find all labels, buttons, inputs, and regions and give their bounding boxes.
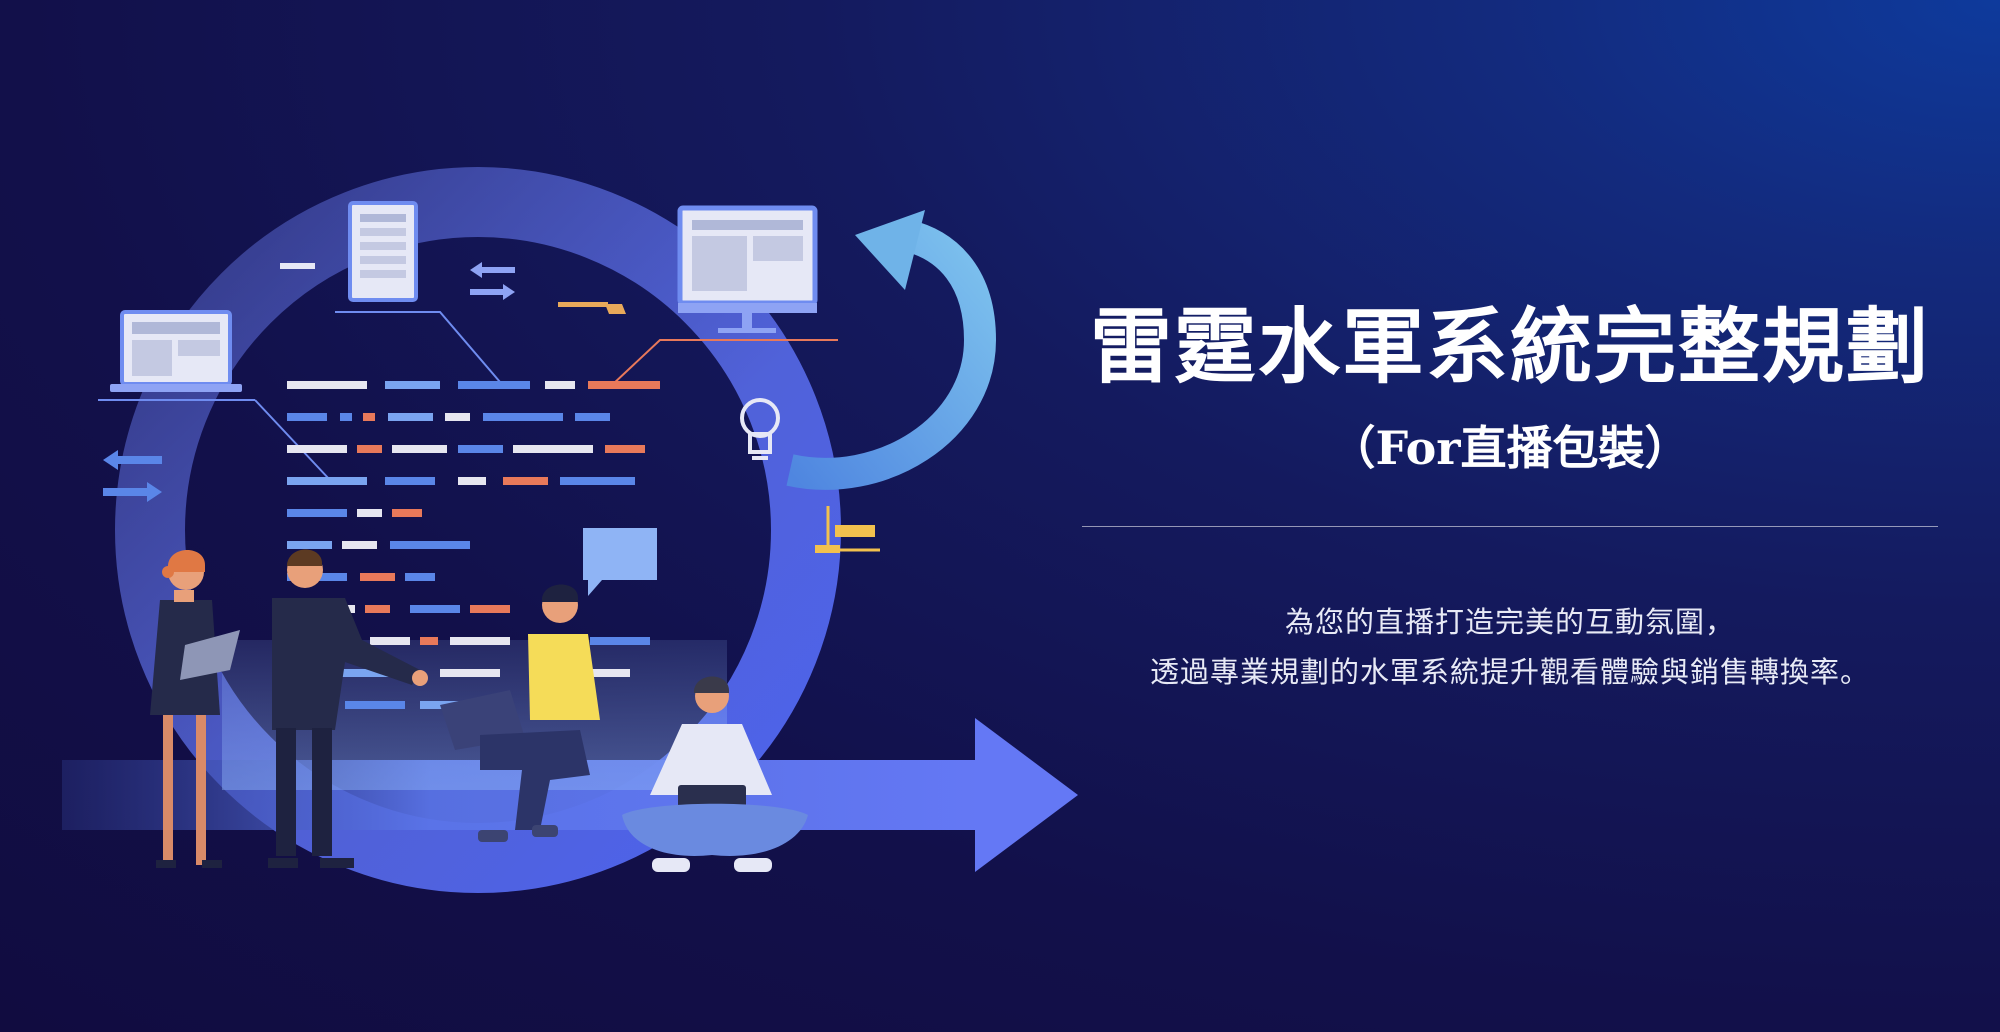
swap-arrows-icon xyxy=(103,450,162,502)
man-sitting-with-laptop xyxy=(622,676,808,872)
page-subtitle: （For直播包裝） xyxy=(1329,421,1691,476)
description: 為您的直播打造完美的互動氛圍， 透過專業規劃的水軍系統提升觀看體驗與銷售轉換率。 xyxy=(1080,597,1940,697)
code-lines xyxy=(287,381,660,709)
description-line-2: 透過專業規劃的水軍系統提升觀看體驗與銷售轉換率。 xyxy=(1149,655,1870,690)
woman-with-tablet xyxy=(150,550,240,868)
man-with-laptop xyxy=(440,584,600,842)
decoration-dashes xyxy=(558,302,626,314)
page-title: 雷霆水軍系統完整規劃 xyxy=(1089,299,1930,395)
document-icon xyxy=(280,201,501,383)
cycle-arrow-icon xyxy=(786,210,997,490)
divider xyxy=(1082,526,1938,528)
man-standing xyxy=(268,549,428,868)
chart-decoration xyxy=(815,506,880,553)
monitor-icon xyxy=(611,205,838,386)
swap-arrows-icon xyxy=(470,262,515,300)
chat-bubble-icon xyxy=(583,528,657,596)
description-line-1: 為您的直播打造完美的互動氛圍， xyxy=(1284,605,1735,640)
teamwork-illustration xyxy=(62,167,1078,893)
laptop-icon xyxy=(98,310,331,481)
hero-text: 雷霆水軍系統完整規劃 （For直播包裝） 為您的直播打造完美的互動氛圍， 透過專… xyxy=(1080,300,1940,697)
lightbulb-icon xyxy=(740,398,780,460)
cycle-ring xyxy=(115,167,841,893)
